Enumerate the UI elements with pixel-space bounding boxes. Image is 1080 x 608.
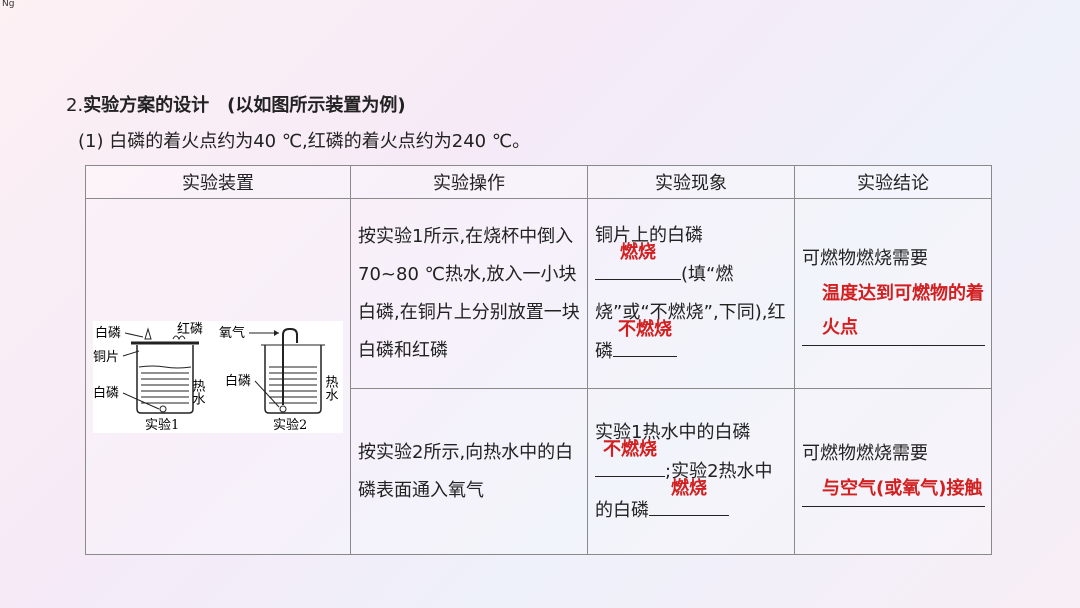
row2-answer-1: 不燃烧	[603, 438, 657, 460]
label-hot-water-2: 热水	[323, 375, 339, 401]
header-conclusion: 实验结论	[794, 165, 992, 199]
section-number: 2.	[66, 95, 84, 116]
label-copper: 铜片	[93, 350, 119, 365]
logo: Ng	[2, 0, 15, 9]
row2-conclusion: 可燃物燃烧需要 与空气(或氧气)接触	[794, 388, 992, 555]
label-oxygen: 氧气	[219, 325, 245, 341]
apparatus-cell: 白磷 红磷 铜片 白磷 热水 氧气 白磷 热水 实验1 实验2	[85, 198, 351, 555]
apparatus-figure: 白磷 红磷 铜片 白磷 热水 氧气 白磷 热水 实验1 实验2	[93, 320, 343, 433]
row2-operation: 按实验2所示,向热水中的白磷表面通入氧气	[350, 388, 588, 555]
label-white-p-top: 白磷	[95, 325, 121, 341]
label-red-p: 红磷	[177, 321, 203, 337]
row1-answer-1: 燃烧	[620, 241, 656, 263]
label-exp2: 实验2	[273, 417, 307, 433]
row1-answer-2: 不燃烧	[618, 318, 672, 340]
row1-operation: 按实验1所示,在烧杯中倒入70~80 ℃热水,放入一小块白磷,在铜片上分别放置一…	[350, 198, 588, 389]
row2-answer-2: 燃烧	[671, 477, 707, 499]
header-apparatus: 实验装置	[85, 165, 351, 199]
row1-phenomenon: 铜片上的白磷 燃烧(填“燃烧”或“不燃烧”,下同),红磷不燃烧	[587, 198, 795, 389]
row1-conclusion-answer: 温度达到可燃物的着火点	[802, 277, 985, 346]
row2-phenomenon: 实验1热水中的白磷不燃烧;实验2热水中的白磷燃烧	[587, 388, 795, 555]
header-phenomenon: 实验现象	[587, 165, 795, 199]
row2-conclusion-answer: 与空气(或氧气)接触	[802, 472, 985, 507]
label-white-p-2: 白磷	[225, 373, 251, 389]
section-heading: 2.实验方案的设计 (以如图所示装置为例)	[66, 91, 406, 117]
label-white-p-bottom: 白磷	[93, 385, 119, 401]
experiment-table: 实验装置 实验操作 实验现象 实验结论	[85, 165, 992, 555]
label-exp1: 实验1	[145, 417, 179, 433]
section-title: 实验方案的设计 (以如图所示装置为例)	[83, 95, 406, 116]
label-hot-water-1: 热水	[190, 379, 206, 405]
header-operation: 实验操作	[350, 165, 588, 199]
row1-conclusion: 可燃物燃烧需要 温度达到可燃物的着火点	[794, 198, 992, 389]
ignition-point-note: (1) 白磷的着火点约为40 ℃,红磷的着火点约为240 ℃。	[78, 131, 531, 152]
